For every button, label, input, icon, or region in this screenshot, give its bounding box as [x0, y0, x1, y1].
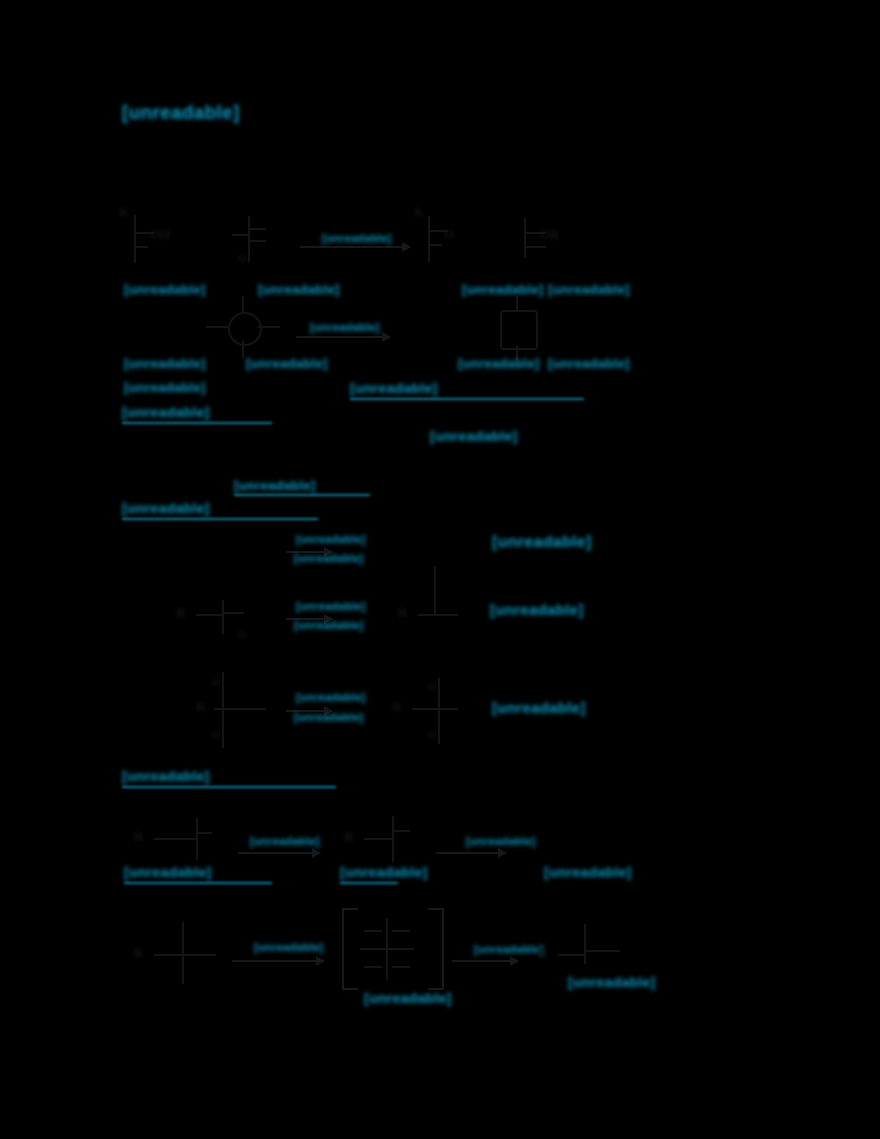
scheme-2-reagent-2: [unreadable]	[296, 692, 366, 704]
compound-label-2: [unreadable]	[258, 282, 340, 297]
reaction-arrow-1	[300, 242, 411, 252]
scheme-3-arrow-b	[436, 848, 507, 858]
scheme-2-product-1: [unreadable]	[492, 700, 586, 717]
row2-label-4: [unreadable]	[548, 356, 630, 371]
scheme-3-label-0-underline	[124, 882, 272, 884]
scheme-2-reagent-0: [unreadable]	[296, 534, 366, 546]
scheme-3-label-4: [unreadable]	[568, 974, 656, 990]
scheme-3-label-1: [unreadable]	[340, 864, 428, 880]
scheme-2-reagent-0b: [unreadable]	[294, 553, 364, 565]
caption-underline-1	[350, 398, 584, 400]
scheme-2-arrow-0	[286, 547, 333, 557]
scheme-1-caption: [unreadable]	[350, 380, 438, 396]
scheme-3-heading-underline	[122, 786, 336, 788]
scheme-2-product-0: [unreadable]	[490, 602, 584, 619]
scheme-2-heading: [unreadable]	[122, 500, 210, 516]
scheme-3-label-3: [unreadable]	[364, 990, 452, 1006]
arrow-label-2: [unreadable]	[310, 322, 380, 334]
bracket-left	[342, 908, 358, 990]
compound-label-4: [unreadable]	[548, 282, 630, 297]
scheme-2-reagent-1b: [unreadable]	[294, 620, 364, 632]
scheme-3-reagent-2: [unreadable]	[254, 942, 324, 954]
scheme-2-note: [unreadable]	[234, 478, 316, 493]
scheme-3-label-2: [unreadable]	[544, 864, 632, 880]
scheme-3-arrow-d	[452, 956, 519, 966]
bracket-right	[428, 908, 444, 990]
scheme-1-bottom-note: [unreadable]	[430, 428, 518, 444]
scheme-3-arrow-a	[238, 848, 321, 858]
row2-label-1: [unreadable]	[124, 356, 206, 371]
scheme-2-right-heading: [unreadable]	[492, 534, 592, 551]
scheme-3-heading: [unreadable]	[122, 768, 210, 784]
scheme-2-heading-underline	[122, 518, 318, 520]
scheme-2-arrow-1	[286, 614, 333, 624]
scheme-1-subtext: [unreadable]	[124, 380, 206, 395]
scheme-2-arrow-2	[286, 706, 333, 716]
row2-label-3: [unreadable]	[458, 356, 540, 371]
compound-label-1: [unreadable]	[124, 282, 206, 297]
scheme-1-left-heading: [unreadable]	[122, 404, 210, 420]
scheme-3-reagent-3: [unreadable]	[474, 944, 544, 956]
scheme-2-note-underline	[234, 494, 370, 496]
scheme-2-reagent-2b: [unreadable]	[294, 712, 364, 724]
page-title: [unreadable]	[122, 103, 240, 124]
caption-underline-2	[122, 422, 272, 424]
scheme-3-reagent-0: [unreadable]	[250, 836, 320, 848]
arrow-label-1: [unreadable]	[322, 233, 392, 245]
reaction-arrow-2	[296, 332, 391, 342]
scheme-3-label-1-underline	[340, 882, 398, 884]
scheme-2-reagent-1: [unreadable]	[296, 601, 366, 613]
scheme-3-reagent-1: [unreadable]	[466, 836, 536, 848]
scheme-3-arrow-c	[232, 956, 325, 966]
row2-label-2: [unreadable]	[246, 356, 328, 371]
scheme-3-label-0: [unreadable]	[124, 864, 212, 880]
compound-label-3: [unreadable]	[462, 282, 544, 297]
